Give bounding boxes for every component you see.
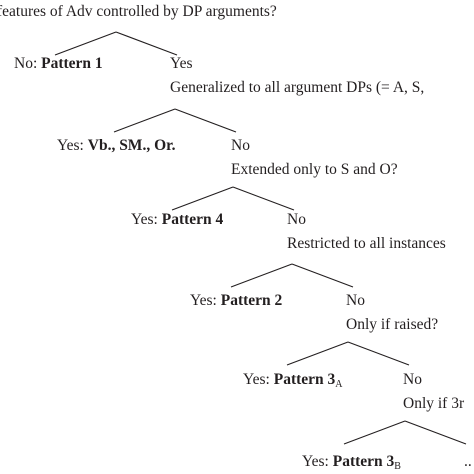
branch-left-2 <box>113 108 176 133</box>
branch-right-4 <box>291 263 354 288</box>
node-pattern-2: Yes: Pattern 2 <box>190 292 283 309</box>
node-pattern-1: No: Pattern 1 <box>14 55 103 72</box>
node-pattern-3b: Yes: Pattern 3B <box>302 453 401 472</box>
outcome-label: Pattern 3 <box>333 453 395 470</box>
node-pattern-3a: Yes: Pattern 3A <box>243 371 343 390</box>
question-generalized: Generalized to all argument DPs (= A, S, <box>170 79 424 96</box>
outcome-label: Pattern 1 <box>41 55 103 72</box>
node-languages: Yes: Vb., SM., Or. <box>57 137 176 154</box>
branch-right-1 <box>115 31 178 56</box>
branch-right-6 <box>404 420 467 445</box>
outcome-subscript: B <box>394 461 401 472</box>
answer-prefix: No: <box>14 55 37 72</box>
outcome-label: Vb., SM., Or. <box>88 137 176 154</box>
answer-prefix: Yes: <box>131 211 158 228</box>
answer-no: No <box>346 292 365 309</box>
answer-no: No <box>403 371 422 388</box>
outcome-label: Pattern 3 <box>274 371 336 388</box>
branch-left-1 <box>54 31 117 56</box>
answer-no: No <box>287 211 306 228</box>
question-third-person: Only if 3r <box>403 395 465 412</box>
answer-prefix: Yes: <box>302 453 329 470</box>
branch-left-5 <box>286 341 349 366</box>
branch-right-3 <box>232 186 295 211</box>
question-raised: Only if raised? <box>346 316 438 333</box>
answer-yes: Yes <box>170 55 193 72</box>
question-extended: Extended only to S and O? <box>231 161 398 178</box>
branch-left-4 <box>230 263 293 288</box>
question-restricted: Restricted to all instances <box>287 235 446 252</box>
answer-no: No <box>231 137 250 154</box>
branch-right-2 <box>174 108 237 133</box>
outcome-label: Pattern 2 <box>221 292 283 309</box>
answer-prefix: Yes: <box>57 137 84 154</box>
node-pattern-4: Yes: Pattern 4 <box>131 211 224 228</box>
branch-left-6 <box>343 420 406 445</box>
root-question: features of Adv controlled by DP argumen… <box>0 3 277 20</box>
answer-truncated: .. <box>464 453 472 470</box>
outcome-subscript: A <box>335 379 343 390</box>
branch-right-5 <box>347 341 410 366</box>
outcome-label: Pattern 4 <box>162 211 224 228</box>
answer-prefix: Yes: <box>243 371 270 388</box>
answer-prefix: Yes: <box>190 292 217 309</box>
branch-left-3 <box>171 186 234 211</box>
